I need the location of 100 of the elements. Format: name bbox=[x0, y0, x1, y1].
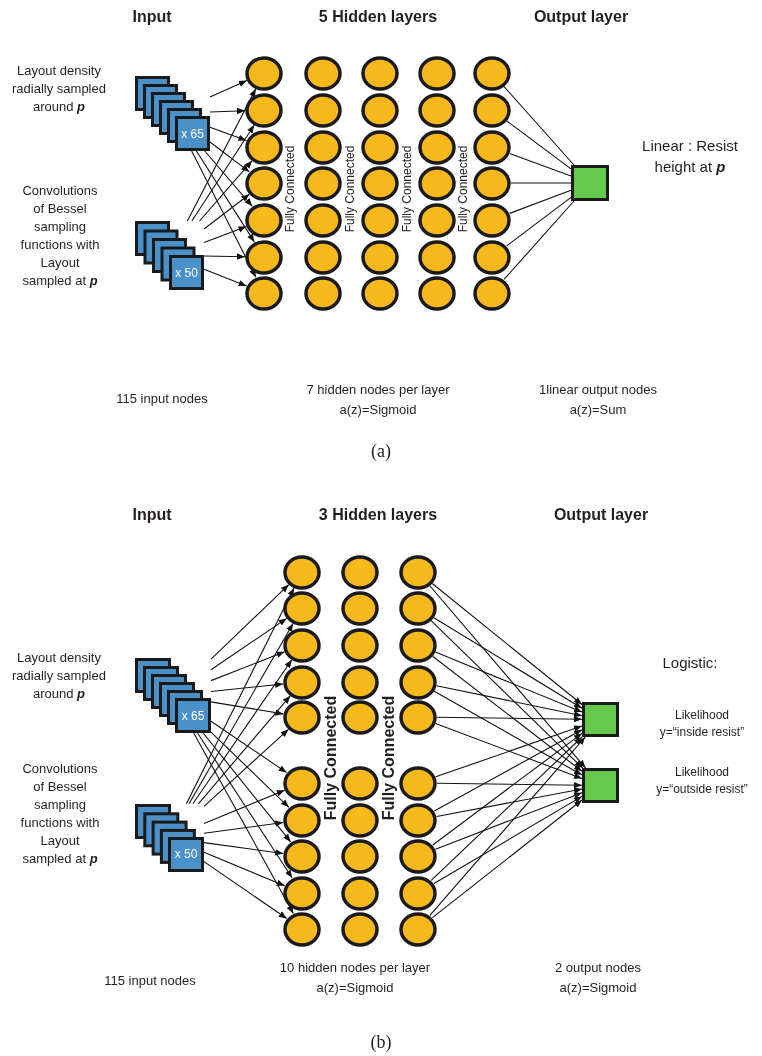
arrow bbox=[203, 268, 248, 287]
layer-summary: 115 input nodes bbox=[103, 972, 197, 990]
arrow bbox=[429, 736, 586, 916]
arrow bbox=[209, 126, 247, 142]
connection-line bbox=[509, 152, 572, 177]
neuron-circle bbox=[361, 92, 399, 128]
layer-summary: 115 input nodes bbox=[115, 390, 209, 408]
neuron-circle bbox=[361, 55, 399, 91]
neuron-circle bbox=[245, 165, 283, 201]
column-heading: 5 Hidden layers bbox=[318, 8, 438, 26]
connection-line bbox=[506, 120, 572, 170]
neuron-circle bbox=[361, 165, 399, 201]
arrow bbox=[191, 150, 257, 278]
arrow bbox=[193, 732, 294, 914]
neuron-circle bbox=[304, 202, 342, 238]
connection-label: Fully Connected bbox=[344, 145, 356, 233]
arrow bbox=[210, 651, 286, 682]
arrow bbox=[430, 620, 584, 769]
output-square bbox=[582, 768, 619, 803]
connection-label: Fully Connected bbox=[381, 695, 397, 821]
neuron-circle bbox=[361, 202, 399, 238]
neuron-circle bbox=[341, 554, 379, 590]
neuron-circle bbox=[341, 875, 379, 911]
input-square-stack: x 50 bbox=[135, 221, 204, 290]
neuron-circle bbox=[245, 239, 283, 275]
output-description: Likelihood y=“inside resist” bbox=[658, 707, 746, 741]
neuron-circle bbox=[473, 92, 511, 128]
neuron-circle bbox=[283, 554, 321, 590]
neuron-circle bbox=[418, 202, 456, 238]
arrow bbox=[210, 617, 288, 671]
neuron-circle bbox=[418, 92, 456, 128]
neuron-circle bbox=[341, 911, 379, 947]
neuron-circle bbox=[304, 92, 342, 128]
neuron-circle bbox=[399, 838, 437, 874]
neuron-circle bbox=[399, 590, 437, 626]
neuron-circle bbox=[418, 239, 456, 275]
arrow bbox=[433, 690, 583, 776]
input-description: Layout density radially sampled around p bbox=[11, 62, 107, 116]
arrow bbox=[203, 851, 286, 887]
neuron-circle bbox=[283, 664, 321, 700]
neuron-circle bbox=[473, 55, 511, 91]
input-description: Convolutions of Bessel sampling functions with Layout sampled at p bbox=[19, 760, 101, 868]
neuron-circle bbox=[399, 664, 437, 700]
arrow bbox=[203, 842, 284, 856]
neuron-circle bbox=[304, 165, 342, 201]
output-square bbox=[571, 165, 609, 201]
arrow bbox=[433, 795, 583, 885]
arrow bbox=[432, 732, 583, 846]
input-description: Convolutions of Bessel sampling functions with Layout sampled at p bbox=[19, 182, 101, 290]
neuron-circle bbox=[361, 275, 399, 311]
column-heading: Input bbox=[132, 506, 172, 524]
arrow bbox=[192, 659, 293, 805]
neuron-circle bbox=[473, 129, 511, 165]
arrow bbox=[433, 617, 583, 709]
arrow bbox=[436, 685, 583, 718]
column-heading: Input bbox=[132, 8, 172, 26]
column-heading: 3 Hidden layers bbox=[318, 506, 438, 524]
arrow bbox=[432, 655, 583, 772]
neuron-circle bbox=[399, 765, 437, 801]
panel-label: (b) bbox=[369, 1032, 393, 1053]
output-type-label: Logistic: bbox=[661, 654, 719, 671]
neuron-circle bbox=[304, 275, 342, 311]
arrow bbox=[436, 787, 583, 818]
arrow bbox=[186, 88, 257, 222]
neuron-circle bbox=[304, 55, 342, 91]
neuron-circle bbox=[245, 202, 283, 238]
neuron-circle bbox=[245, 55, 283, 91]
neuron-circle bbox=[473, 239, 511, 275]
arrow bbox=[203, 820, 284, 834]
arrow bbox=[188, 622, 294, 805]
neuron-circle bbox=[341, 590, 379, 626]
output-square bbox=[582, 702, 619, 737]
arrow bbox=[210, 701, 284, 716]
arrow bbox=[203, 861, 288, 920]
neuron-circle bbox=[399, 875, 437, 911]
arrow bbox=[210, 681, 284, 693]
arrow bbox=[204, 150, 253, 207]
neuron-circle bbox=[283, 838, 321, 874]
connection-label: Fully Connected bbox=[284, 145, 296, 233]
arrow bbox=[430, 736, 583, 881]
neuron-circle bbox=[283, 802, 321, 838]
connection-line bbox=[503, 200, 575, 281]
arrow bbox=[210, 720, 288, 774]
neuron-circle bbox=[361, 239, 399, 275]
layer-summary: 10 hidden nodes per layer a(z)=Sigmoid bbox=[278, 959, 432, 997]
connection-line bbox=[506, 196, 572, 247]
panel-label: (a) bbox=[370, 441, 392, 462]
arrow bbox=[199, 160, 253, 222]
neuron-circle bbox=[418, 55, 456, 91]
neuron-circle bbox=[341, 627, 379, 663]
arrow bbox=[203, 253, 246, 260]
arrow bbox=[436, 715, 583, 723]
neuron-circle bbox=[399, 627, 437, 663]
connection-label: Fully Connected bbox=[323, 695, 339, 821]
neuron-circle bbox=[341, 765, 379, 801]
arrow bbox=[203, 193, 250, 230]
neuron-circle bbox=[283, 590, 321, 626]
arrow bbox=[203, 789, 286, 825]
layer-summary: 7 hidden nodes per layer a(z)=Sigmoid bbox=[305, 381, 451, 419]
arrow bbox=[209, 141, 250, 173]
